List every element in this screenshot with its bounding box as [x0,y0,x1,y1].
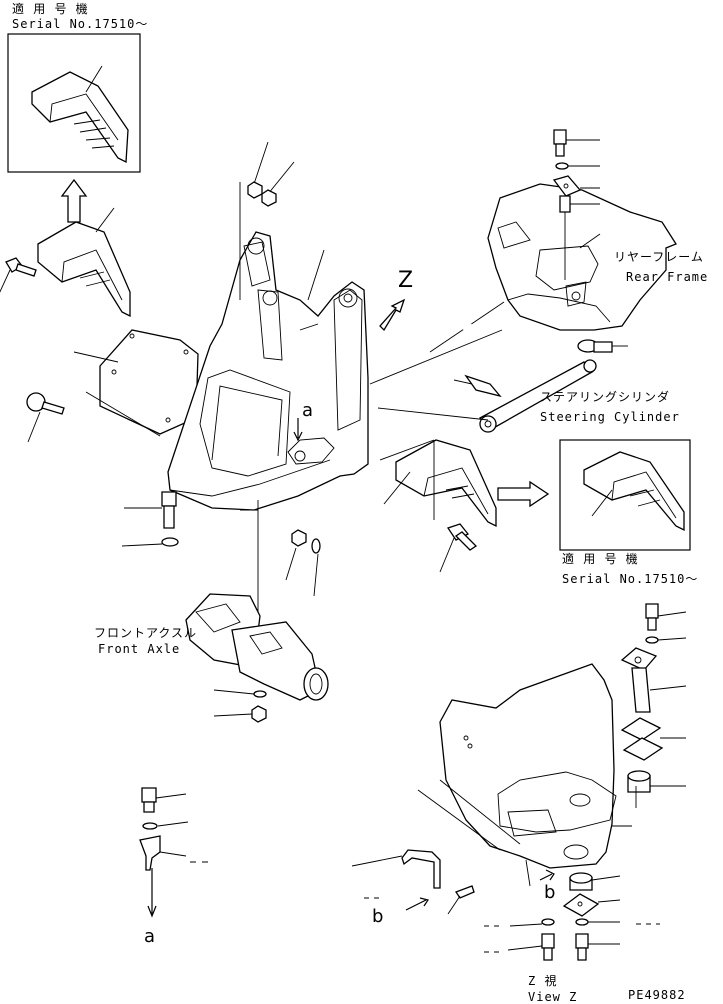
bracket-detail-a [139,835,161,871]
guard-plate-inset-mid [583,451,685,532]
view-z-en-label: View Z [528,990,578,1004]
inset-box-mid [559,439,691,551]
rear-frame-jp-label: リヤーフレーム [614,250,704,264]
view-z-arrow [379,298,406,332]
bushing-rear [577,339,613,353]
cover-plate-left [99,329,199,435]
bolt-right [446,523,478,551]
front-frame [167,231,369,511]
serial-top-label: Serial No.17510～ [12,17,149,31]
shim-viewz-1 [620,717,662,741]
inset-box-top [7,33,141,173]
shim-viewz-2 [622,737,664,761]
bushing-viewz [627,770,651,793]
bolt-left [5,257,37,277]
view-z-frame [417,663,617,869]
bolt-rear-top [553,129,567,157]
bolt-left-mid [26,392,65,415]
applicable-model-top-label: 適 用 号 機 [12,2,89,16]
washer-viewz-lower-r [575,918,589,926]
washer-viewz-lower-l [541,918,555,926]
pin-viewz [631,667,651,713]
b-arrow-right [539,869,555,881]
view-z-jp-label: Z 視 [528,974,558,988]
plate-viewz-lower [562,893,600,917]
flange-viewz [620,647,658,671]
bolt-viewz-lower-r [575,933,589,961]
nut-top-2 [261,189,277,207]
applicable-model-mid-label: 適 用 号 機 [562,552,639,566]
guard-plate-inset-top [31,71,129,164]
bolt-detail-a [141,787,157,813]
a-marker-bottom-label: a [144,926,156,947]
bracket-rear [552,175,582,197]
pipe-b [401,849,441,889]
steering-cylinder-en-label: Steering Cylinder [540,410,680,424]
steering-cylinder [478,359,597,433]
washer-frame-lower [161,537,179,547]
bolt-viewz-top [645,603,659,631]
nut-top-1 [247,181,263,199]
right-arrow [497,480,550,508]
washer-rear-top [555,162,569,170]
b-marker-left-label: b [372,906,384,927]
guard-plate-right [395,439,497,528]
washer-frame-mid [311,538,321,554]
bushing-viewz-lower [569,872,593,891]
up-arrow [60,178,88,223]
clip-b [455,885,475,899]
z-marker-label: Z [398,268,414,293]
bolt-viewz-lower-l [541,933,555,961]
pin-rear [559,195,571,213]
nut-frame-mid [291,529,307,547]
rear-frame-en-label: Rear Frame [626,270,709,284]
cylinder-clamp [464,374,502,398]
front-axle-jp-label: フロントアクスル [94,626,198,640]
guard-plate-left [37,221,131,318]
front-axle [185,593,329,701]
washer-viewz-top [645,636,659,644]
steering-cylinder-jp-label: ステアリングシリンダ [540,390,671,404]
down-arrow-a [147,868,157,918]
front-axle-en-label: Front Axle [98,642,181,656]
nut-axle [251,705,267,723]
bolt-frame-lower [161,491,177,529]
serial-mid-label: Serial No.17510～ [562,572,699,586]
drawing-code-label: PE49882 [628,988,686,1002]
washer-axle [253,690,267,698]
a-marker-main-label: a [302,400,314,421]
b-marker-right-label: b [544,882,556,903]
b-arrow-left [405,897,429,911]
a-marker-arrow [293,418,303,442]
washer-detail-a [142,822,158,830]
